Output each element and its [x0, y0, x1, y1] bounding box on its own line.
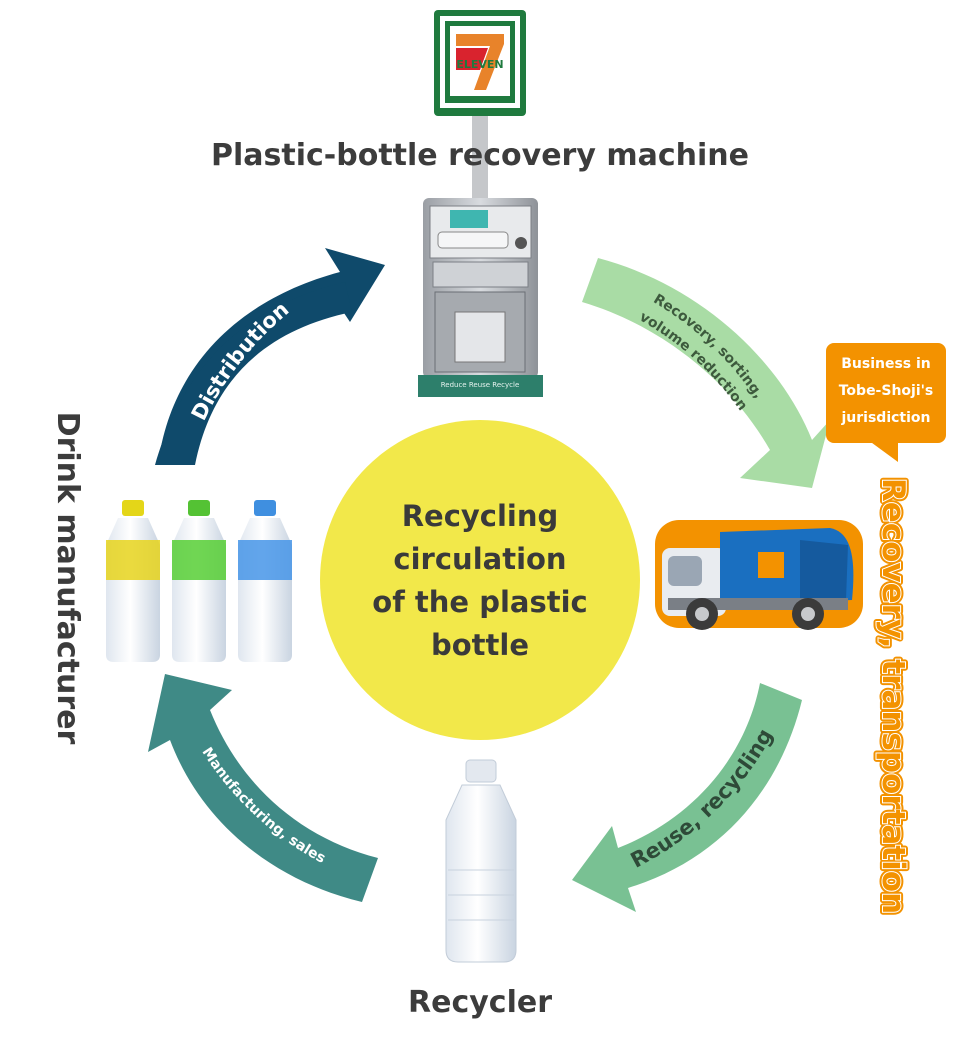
machine-screen-text: Reduce Reuse Recycle: [441, 381, 520, 389]
center-title: Recycling circulation of the plastic bot…: [340, 495, 620, 667]
callout-line-1: Business in: [841, 356, 931, 372]
recovery-transportation-label: Recovery, transportation: [875, 478, 911, 914]
callout-tail: [868, 440, 898, 462]
store-logo-text: ELEVEN: [456, 58, 503, 71]
recycled-bottle-image: [445, 759, 517, 963]
recovery-machine-image: Reduce Reuse Recycle: [418, 198, 543, 397]
center-title-line-2: circulation: [393, 542, 567, 576]
store-sign-logo: ELEVEN: [434, 10, 526, 116]
bottle-green: [172, 500, 226, 662]
drink-manufacturer-label: Drink manufacturer: [50, 412, 85, 745]
center-title-line-3: of the plastic: [372, 585, 588, 619]
drink-bottles-image: [106, 500, 292, 662]
recovery-arrow: [582, 258, 830, 488]
bottle-blue: [238, 500, 292, 662]
jurisdiction-callout: Business in Tobe-Shoji's jurisdiction: [826, 343, 946, 443]
center-title-line-1: Recycling: [401, 499, 559, 533]
bottle-yellow: [106, 500, 160, 662]
sign-pole: [472, 110, 488, 200]
recovery-transportation-label-outline: Recovery, transportation: [875, 478, 911, 914]
callout-line-2: Tobe-Shoji's: [838, 383, 934, 399]
callout-line-3: jurisdiction: [841, 410, 931, 426]
center-title-line-4: bottle: [430, 628, 530, 662]
truck-image: [655, 520, 863, 630]
recycler-label: Recycler: [408, 985, 552, 1020]
reuse-arrow: [572, 683, 802, 912]
distribution-arrow: [158, 248, 385, 465]
recovery-machine-title: Plastic-bottle recovery machine: [211, 138, 749, 173]
manufacturing-arrow: [148, 674, 378, 902]
center-circle: [320, 420, 640, 740]
